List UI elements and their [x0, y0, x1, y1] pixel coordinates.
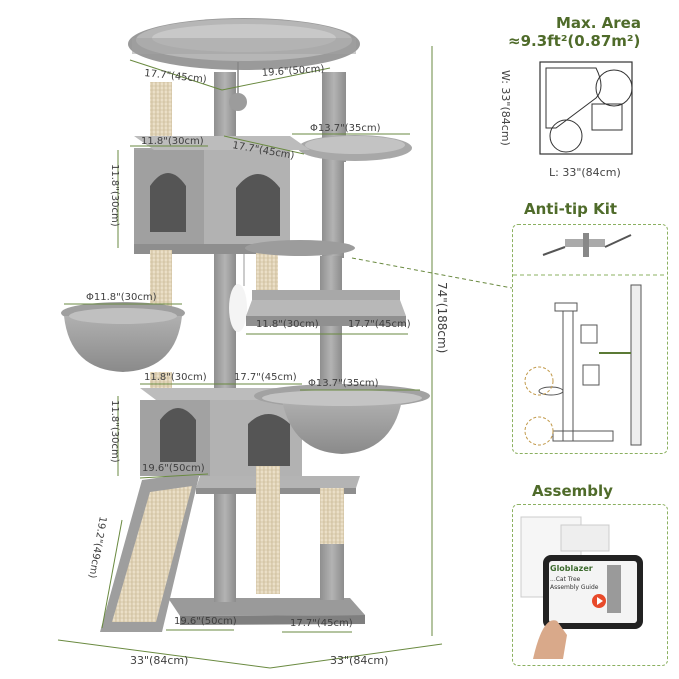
max-area-value: ≈9.3ft²(0.87m²) [508, 32, 641, 50]
assembly-video-line2: Assembly Guide [550, 584, 599, 591]
dim-base-right: 17.7"(45cm) [290, 618, 353, 629]
cat-tree-illustration [61, 18, 430, 632]
dim-lower-condo-depth: 17.7"(45cm) [234, 372, 297, 383]
max-area-title: Max. Area [556, 14, 641, 32]
base-board [168, 598, 365, 616]
upper-round-perch [298, 135, 412, 258]
dim-lower-condo-width: 11.8"(30cm) [144, 372, 207, 383]
assembly-title: Assembly [532, 482, 613, 500]
dim-total-height: 74"(188cm) [435, 282, 449, 353]
hand [533, 620, 567, 659]
tablet [543, 555, 643, 629]
max-area-width: W: 33"(84cm) [499, 70, 512, 146]
dim-footprint-left: 33"(84cm) [130, 654, 188, 667]
right-hammock-basket [254, 384, 430, 454]
assembly-brand: Globlazer [550, 564, 593, 573]
max-area-length: L: 33"(84cm) [549, 166, 621, 179]
dim-footprint-right: 33"(84cm) [330, 654, 388, 667]
anti-tip-bracket-icon [542, 233, 632, 257]
max-area-diagram [536, 58, 636, 158]
hanging-ball-toy [229, 93, 247, 111]
dim-upper-condo-height: 11.8"(30cm) [109, 164, 120, 227]
upper-sisal-post [150, 82, 172, 136]
dimension-lines [57, 46, 513, 669]
dim-mid-platform-left: 11.8"(30cm) [256, 319, 319, 330]
assembly-panel [512, 504, 668, 666]
dim-ramp-width: 19.6"(50cm) [142, 463, 205, 474]
dim-ramp-length: 19.2"(49cm) [86, 515, 108, 579]
dim-left-basket: Φ11.8"(30cm) [86, 292, 157, 303]
left-hammock-basket [61, 302, 185, 372]
anti-tip-installed-sketch [538, 284, 642, 446]
middle-platform [246, 290, 406, 326]
dim-lower-condo-height: 11.8"(30cm) [109, 400, 120, 463]
dim-right-basket: Φ13.7"(35cm) [308, 378, 379, 389]
dim-mid-platform-right: 17.7"(45cm) [348, 319, 411, 330]
dim-top-perch-right: 19.6"(50cm) [261, 64, 324, 79]
scratching-ramp [100, 472, 200, 632]
assembly-video-line1: ...Cat Tree [550, 576, 581, 583]
anti-tip-title: Anti-tip Kit [524, 200, 618, 218]
dim-base-left: 19.6"(50cm) [174, 616, 237, 627]
dim-upper-round-perch: Φ13.7"(35cm) [310, 123, 381, 134]
anti-tip-panel [512, 224, 668, 454]
dim-upper-condo-width: 11.8"(30cm) [141, 136, 204, 147]
top-perch [128, 18, 360, 70]
